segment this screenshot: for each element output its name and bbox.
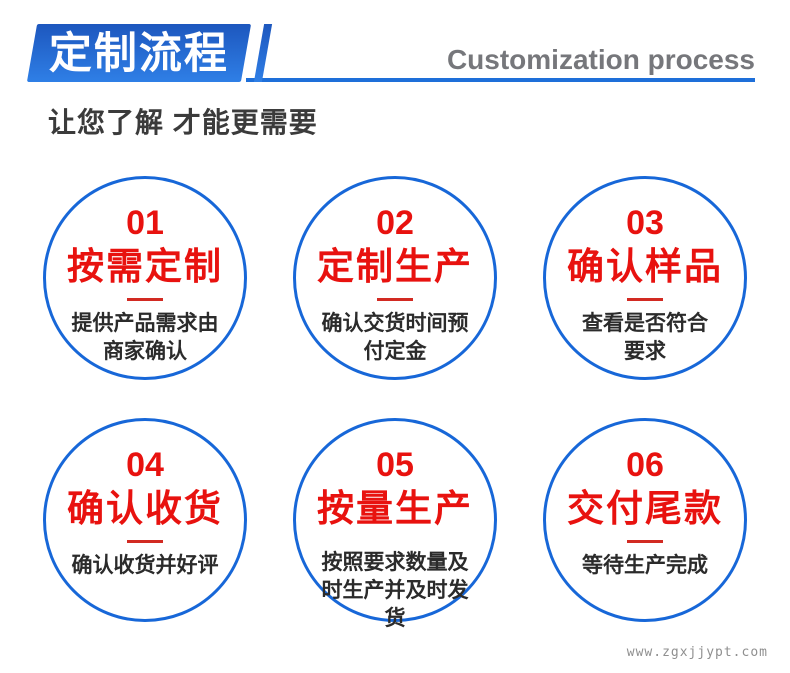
- step-description: 查看是否符合 要求: [582, 311, 708, 363]
- step-divider: [627, 539, 663, 543]
- step-title: 确认收货: [67, 488, 223, 529]
- step-title: 按量生产: [317, 488, 473, 529]
- site-watermark: www.zgxjjypt.com: [626, 645, 768, 660]
- step-number: 05: [376, 446, 414, 484]
- step-number: 06: [626, 446, 664, 484]
- step-divider: [127, 539, 163, 543]
- step-circle-6: 06 交付尾款 等待生产完成: [543, 418, 747, 622]
- step-number: 04: [126, 446, 164, 484]
- header-underline: [246, 78, 755, 82]
- step-description: 按照要求数量及 时生产并及时发 货: [321, 550, 469, 630]
- step-title: 按需定制: [67, 246, 223, 287]
- step-description: 提供产品需求由 商家确认: [71, 311, 219, 363]
- step-divider: [127, 297, 163, 301]
- step-circle-2: 02 定制生产 确认交货时间预 付定金: [293, 176, 497, 380]
- step-number: 02: [376, 204, 414, 242]
- title-banner: 定制流程: [26, 24, 252, 82]
- page-title: 定制流程: [48, 30, 229, 78]
- page-subtitle: 让您了解 才能更需要: [48, 107, 318, 138]
- step-circle-3: 03 确认样品 查看是否符合 要求: [543, 176, 747, 380]
- step-divider: [627, 297, 663, 301]
- step-divider: [377, 297, 413, 301]
- step-description: 等待生产完成: [582, 553, 708, 577]
- step-circle-1: 01 按需定制 提供产品需求由 商家确认: [43, 176, 247, 380]
- step-description: 确认收货并好评: [71, 553, 219, 577]
- step-description: 确认交货时间预 付定金: [321, 311, 469, 363]
- step-number: 03: [626, 204, 664, 242]
- step-title: 交付尾款: [567, 488, 723, 529]
- step-circle-5: 05 按量生产 按照要求数量及 时生产并及时发 货: [293, 418, 497, 630]
- step-title: 确认样品: [567, 246, 723, 287]
- step-number: 01: [126, 204, 164, 242]
- banner-slash-decoration: [253, 24, 273, 82]
- step-title: 定制生产: [317, 246, 473, 287]
- step-circle-4: 04 确认收货 确认收货并好评: [43, 418, 247, 622]
- page-title-english: Customization process: [446, 44, 755, 75]
